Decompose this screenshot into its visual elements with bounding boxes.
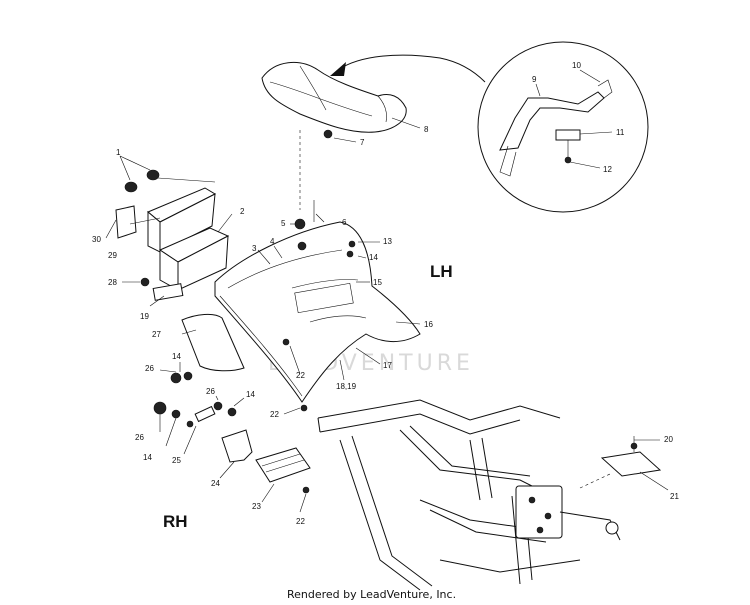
seat-arrow bbox=[337, 54, 486, 83]
callout-13: 13 bbox=[383, 237, 392, 246]
side-label-left-hand: LH bbox=[430, 262, 453, 281]
callout-19: 19 bbox=[140, 312, 149, 321]
callout-14-bottom: 14 bbox=[143, 453, 152, 462]
callout-22-mid: 22 bbox=[270, 410, 279, 419]
callout-18-19: 18,19 bbox=[336, 382, 357, 391]
callout-26-bottom: 26 bbox=[135, 433, 144, 442]
callout-14-right: 14 bbox=[246, 390, 255, 399]
callout-3: 3 bbox=[252, 244, 257, 253]
seat bbox=[261, 61, 407, 133]
callout-26-mid: 26 bbox=[206, 387, 215, 396]
callout-11: 11 bbox=[616, 128, 625, 137]
rear-fender bbox=[214, 221, 421, 412]
callout-26-left: 26 bbox=[145, 364, 154, 373]
callout-30: 30 bbox=[92, 235, 101, 244]
battery-holder bbox=[140, 227, 230, 301]
callout-14-left: 14 bbox=[172, 352, 181, 361]
bolt-7 bbox=[323, 129, 333, 139]
callout-14-top: 14 bbox=[369, 253, 378, 262]
mud-flap bbox=[181, 313, 245, 372]
leader-lines bbox=[105, 69, 669, 513]
callout-25: 25 bbox=[172, 456, 181, 465]
callout-1: 1 bbox=[116, 148, 121, 157]
frame bbox=[317, 399, 621, 591]
callout-10: 10 bbox=[572, 61, 581, 70]
callout-8: 8 bbox=[424, 125, 429, 134]
grommet-5 bbox=[294, 218, 306, 230]
callout-9: 9 bbox=[532, 75, 537, 84]
skid-plate bbox=[579, 436, 662, 489]
callout-15: 15 bbox=[373, 278, 382, 287]
callout-20: 20 bbox=[664, 435, 673, 444]
callout-27: 27 bbox=[152, 330, 161, 339]
footpeg bbox=[255, 447, 311, 494]
callout-28: 28 bbox=[108, 278, 117, 287]
callout-22-fender: 22 bbox=[296, 371, 305, 380]
callout-21: 21 bbox=[670, 492, 679, 501]
footer-credit: Rendered by LeadVenture, Inc. bbox=[287, 588, 456, 601]
callout-24: 24 bbox=[211, 479, 220, 488]
footrest-bracket bbox=[221, 429, 253, 463]
callouts: 1 2 3 4 5 6 7 8 9 10 11 12 13 14 15 16 1… bbox=[92, 61, 679, 526]
seat-arrow-head bbox=[330, 62, 346, 76]
hardware-cluster bbox=[153, 371, 237, 428]
callout-22-bottom: 22 bbox=[296, 517, 305, 526]
callout-7: 7 bbox=[360, 138, 365, 147]
callout-12: 12 bbox=[603, 165, 612, 174]
callout-29: 29 bbox=[108, 251, 117, 260]
callout-6: 6 bbox=[342, 218, 347, 227]
callout-2: 2 bbox=[240, 207, 245, 216]
bolt-13 bbox=[348, 240, 356, 248]
callout-17: 17 bbox=[383, 361, 392, 370]
side-label-right-hand: RH bbox=[163, 512, 188, 531]
callout-5: 5 bbox=[281, 219, 286, 228]
callout-4: 4 bbox=[270, 237, 275, 246]
callout-16: 16 bbox=[424, 320, 433, 329]
callout-23: 23 bbox=[252, 502, 261, 511]
seat-latch-inset bbox=[477, 41, 649, 213]
